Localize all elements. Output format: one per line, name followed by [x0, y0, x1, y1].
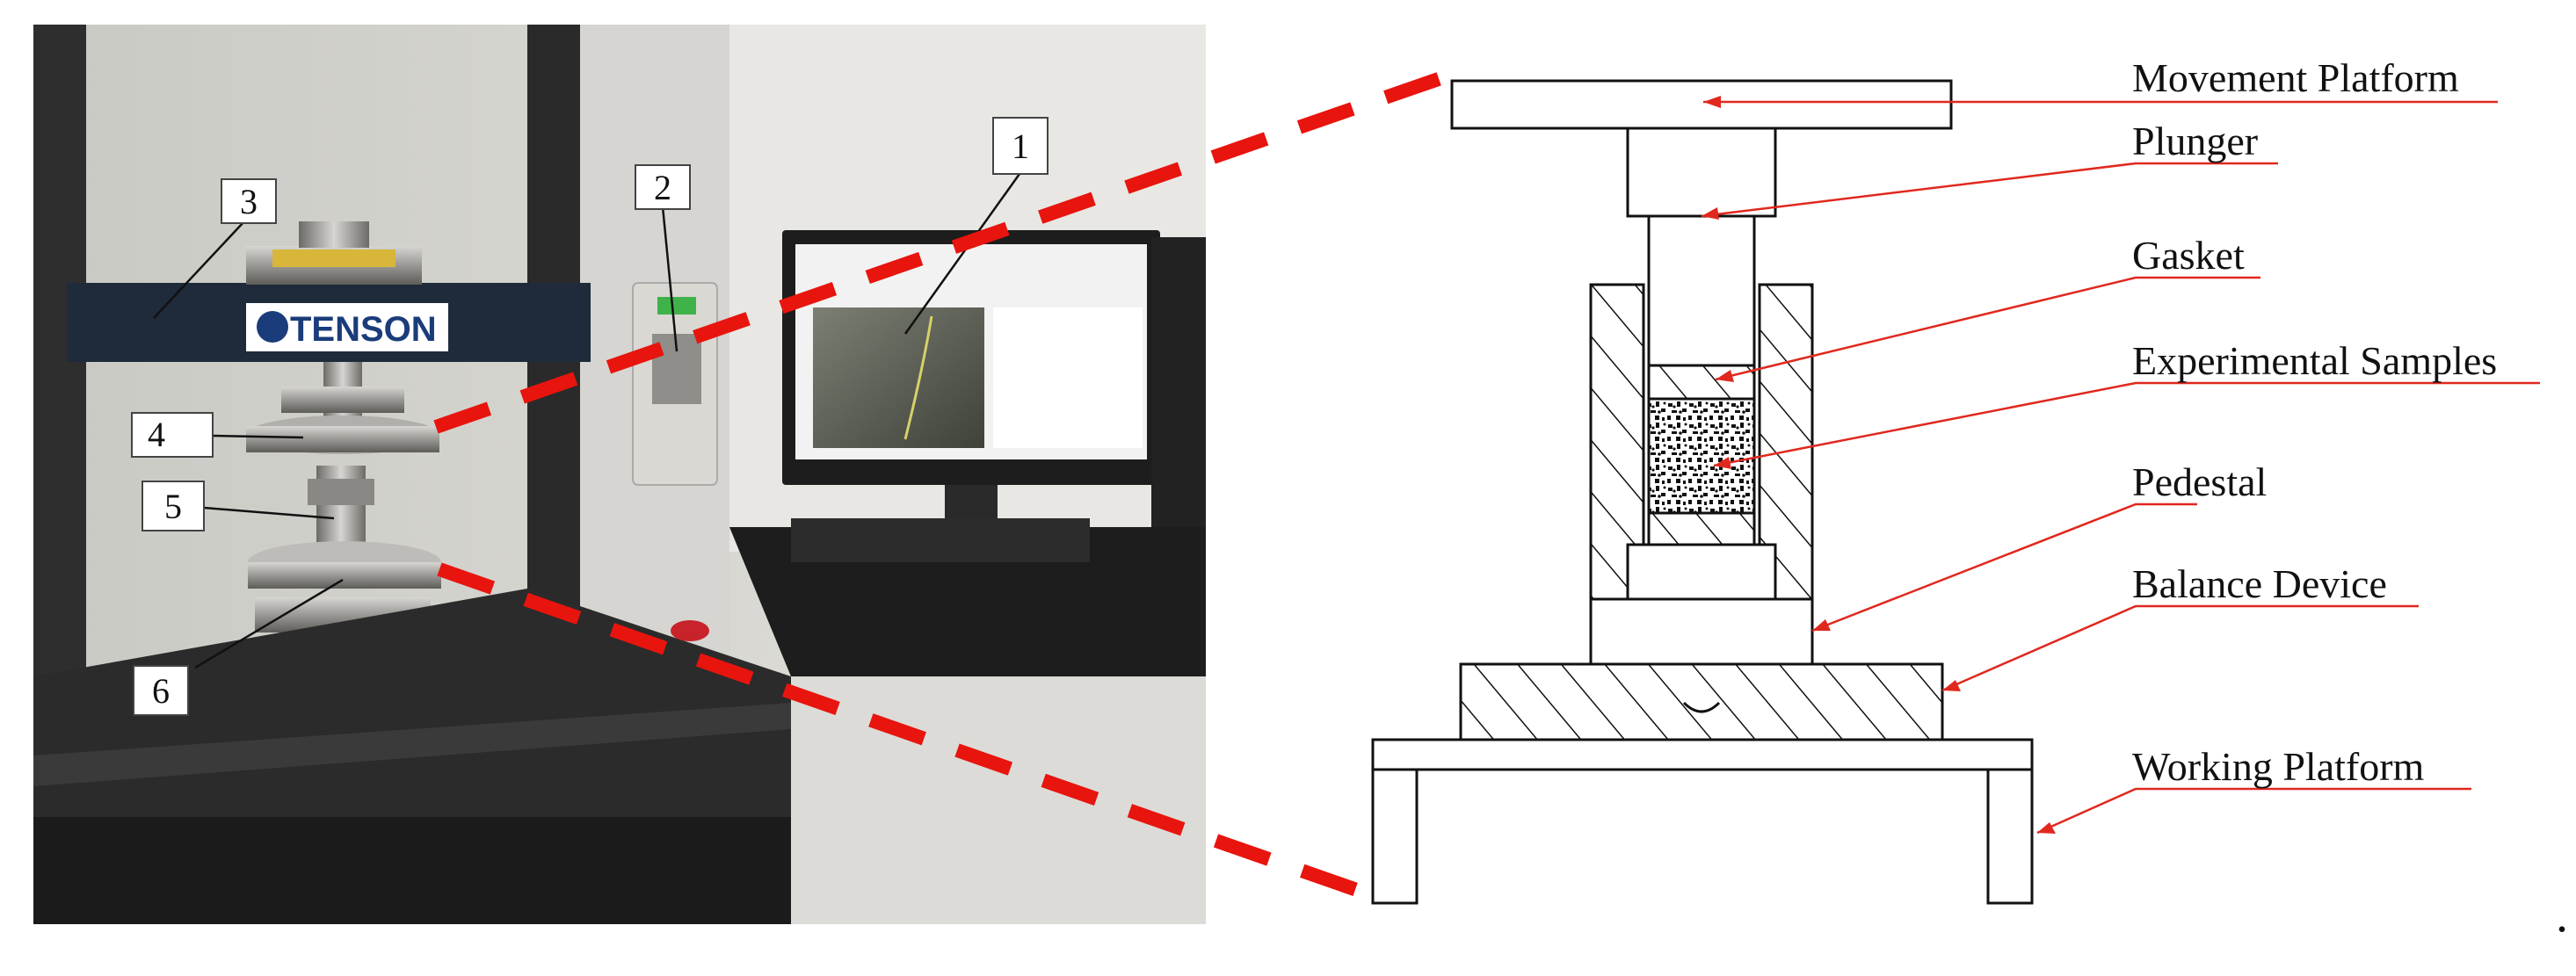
- brand-logo-text: TENSON: [290, 310, 437, 349]
- callout-6: 6: [133, 665, 189, 716]
- svg-text:2: 2: [654, 168, 671, 207]
- label-gasket: Gasket: [2132, 233, 2245, 278]
- callout-4: 4: [131, 412, 214, 458]
- svg-text:5: 5: [164, 487, 182, 526]
- label-movement-platform: Movement Platform: [2132, 55, 2459, 100]
- plunger-shaft-shape: [1647, 214, 1756, 367]
- photo-callouts: 1 2 3 4 5 6: [131, 117, 1049, 716]
- label-working-platform: Working Platform: [2132, 744, 2425, 789]
- svg-text:1: 1: [1012, 127, 1029, 166]
- callout-5: 5: [141, 481, 205, 531]
- zoom-lines: [433, 69, 1451, 901]
- label-balance-device: Balance Device: [2132, 561, 2387, 606]
- movement-platform-shape: [1450, 79, 1953, 130]
- working-platform-leg-left: [1371, 768, 1419, 905]
- trailing-period: .: [2556, 888, 2568, 943]
- svg-text:3: 3: [240, 182, 258, 221]
- label-plunger: Plunger: [2132, 119, 2258, 163]
- schematic-labels: Movement Platform Plunger Gasket Experim…: [2132, 55, 2497, 789]
- balance-device-shape: [1459, 662, 1944, 741]
- schematic-diagram: [1371, 79, 2034, 905]
- working-platform-top-shape: [1371, 738, 2034, 771]
- gasket-bottom-shape: [1647, 511, 1756, 546]
- photo-callout-leaders: [153, 173, 1021, 669]
- pedestal-shape: [1589, 597, 1814, 666]
- svg-text:4: 4: [148, 415, 165, 454]
- working-platform-leg-right: [1986, 768, 2034, 905]
- experimental-sample-shape: [1647, 397, 1756, 515]
- svg-text:6: 6: [152, 671, 170, 711]
- schematic-leader-lines: [1701, 96, 2540, 835]
- label-pedestal: Pedestal: [2132, 459, 2267, 504]
- plunger-head-shape: [1626, 127, 1777, 218]
- label-experimental-samples: Experimental Samples: [2132, 338, 2497, 383]
- callout-2: 2: [635, 164, 691, 210]
- callout-3: 3: [221, 178, 277, 224]
- gasket-top-shape: [1647, 364, 1756, 401]
- callout-1: 1: [992, 117, 1049, 175]
